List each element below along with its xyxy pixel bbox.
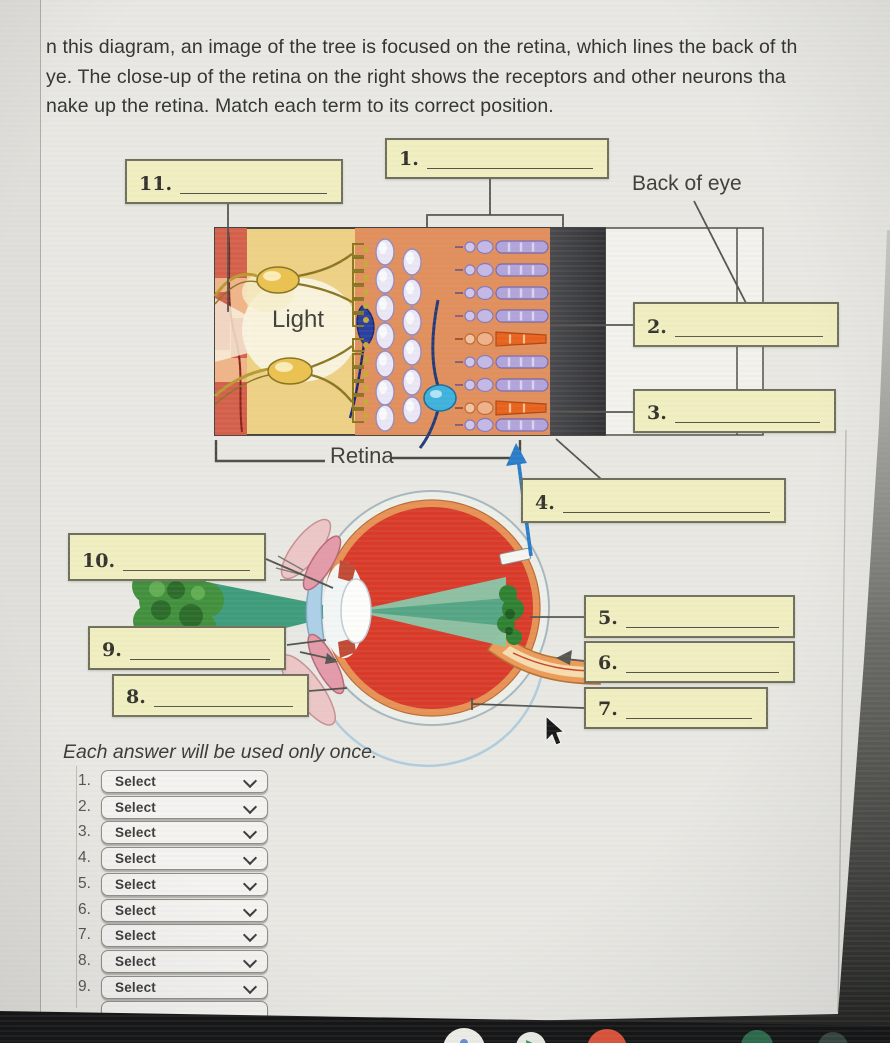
answer-select-8-value: Select bbox=[115, 953, 156, 969]
callout-box-11[interactable]: 11. bbox=[125, 159, 343, 204]
instruction-line-2: ye. The close-up of the retina on the ri… bbox=[46, 65, 786, 88]
answer-select-9[interactable]: Select bbox=[101, 975, 268, 999]
callout-blank-8 bbox=[153, 692, 293, 707]
chevron-down-icon bbox=[242, 825, 258, 840]
instruction-line-1: n this diagram, an image of the tree is … bbox=[46, 36, 798, 58]
callout-number-1: 1. bbox=[399, 148, 419, 170]
back-of-eye-label: Back of eye bbox=[632, 172, 742, 195]
callout-box-2[interactable]: 2. bbox=[633, 302, 839, 347]
answer-note: Each answer will be used only once. bbox=[63, 741, 378, 763]
callout-blank-4 bbox=[562, 498, 770, 513]
answer-number-3: 3. bbox=[78, 823, 91, 841]
callout-number-7: 7. bbox=[598, 698, 618, 720]
answer-select-6-value: Select bbox=[115, 902, 156, 918]
answer-select-1[interactable]: Select bbox=[101, 770, 268, 793]
answer-number-1: 1. bbox=[78, 772, 91, 789]
callout-number-9: 9. bbox=[102, 639, 122, 661]
answer-select-7[interactable]: Select bbox=[101, 924, 268, 948]
answer-select-2-value: Select bbox=[115, 799, 156, 815]
callout-number-5: 5. bbox=[598, 607, 618, 629]
callout-box-9[interactable]: 9. bbox=[88, 626, 286, 670]
answer-number-8: 8. bbox=[78, 951, 91, 969]
answer-select-4[interactable]: Select bbox=[101, 847, 268, 871]
callout-number-8: 8. bbox=[126, 686, 146, 708]
chevron-down-icon bbox=[242, 799, 258, 814]
answer-list-border bbox=[76, 766, 77, 1008]
callout-blank-10 bbox=[123, 556, 250, 571]
instruction-line-3: nake up the retina. Match each term to i… bbox=[46, 95, 554, 117]
callout-number-6: 6. bbox=[598, 652, 618, 674]
callout-box-4[interactable]: 4. bbox=[521, 478, 786, 523]
callout-box-6[interactable]: 6. bbox=[584, 641, 795, 683]
callout-blank-3 bbox=[674, 408, 820, 423]
callout-box-10[interactable]: 10. bbox=[68, 533, 266, 581]
callout-blank-11 bbox=[180, 179, 327, 194]
callout-box-5[interactable]: 5. bbox=[584, 595, 795, 638]
callout-blank-9 bbox=[129, 645, 270, 660]
answer-number-7: 7. bbox=[78, 926, 91, 944]
answer-select-9-value: Select bbox=[115, 979, 156, 995]
retina-label: Retina bbox=[330, 443, 394, 468]
answer-select-1-value: Select bbox=[115, 774, 156, 789]
instruction-text: n this diagram, an image of the tree is … bbox=[46, 33, 858, 122]
answer-number-2: 2. bbox=[78, 797, 91, 815]
callout-number-10: 10. bbox=[82, 550, 116, 572]
callout-box-8[interactable]: 8. bbox=[112, 674, 309, 717]
callout-blank-5 bbox=[625, 613, 779, 628]
answer-select-6[interactable]: Select bbox=[101, 898, 268, 922]
light-label: Light bbox=[272, 306, 325, 333]
chevron-down-icon bbox=[242, 979, 258, 994]
callout-box-3[interactable]: 3. bbox=[633, 389, 836, 433]
callout-box-1[interactable]: 1. bbox=[385, 138, 609, 179]
answer-select-8[interactable]: Select bbox=[101, 949, 268, 973]
answer-number-4: 4. bbox=[78, 849, 91, 867]
callout-blank-1 bbox=[426, 154, 593, 169]
callout-number-3: 3. bbox=[647, 402, 667, 424]
answer-number-5: 5. bbox=[78, 874, 91, 892]
callout-number-2: 2. bbox=[647, 316, 667, 338]
answer-select-10[interactable] bbox=[101, 1001, 268, 1025]
callout-number-4: 4. bbox=[535, 492, 555, 514]
chevron-down-icon bbox=[242, 851, 258, 866]
callout-blank-6 bbox=[625, 658, 779, 673]
chevron-down-icon bbox=[242, 876, 258, 891]
callout-blank-7 bbox=[625, 704, 752, 719]
chevron-down-icon bbox=[242, 953, 258, 968]
answer-select-2[interactable]: Select bbox=[101, 795, 268, 819]
callout-number-11: 11. bbox=[139, 173, 173, 195]
answer-select-5[interactable]: Select bbox=[101, 872, 268, 896]
answer-number-6: 6. bbox=[78, 900, 91, 918]
chevron-down-icon bbox=[242, 902, 258, 917]
callout-box-7[interactable]: 7. bbox=[584, 687, 768, 729]
answer-select-4-value: Select bbox=[115, 851, 156, 867]
answer-select-5-value: Select bbox=[115, 876, 156, 892]
photoreceptor-cells bbox=[453, 239, 550, 433]
answer-number-9: 9. bbox=[78, 977, 91, 995]
chevron-down-icon bbox=[242, 928, 258, 943]
callout-blank-2 bbox=[674, 322, 823, 337]
answer-select-3-value: Select bbox=[115, 825, 156, 841]
chevron-down-icon bbox=[242, 773, 258, 789]
answer-select-7-value: Select bbox=[115, 928, 156, 944]
answer-select-3[interactable]: Select bbox=[101, 821, 268, 845]
